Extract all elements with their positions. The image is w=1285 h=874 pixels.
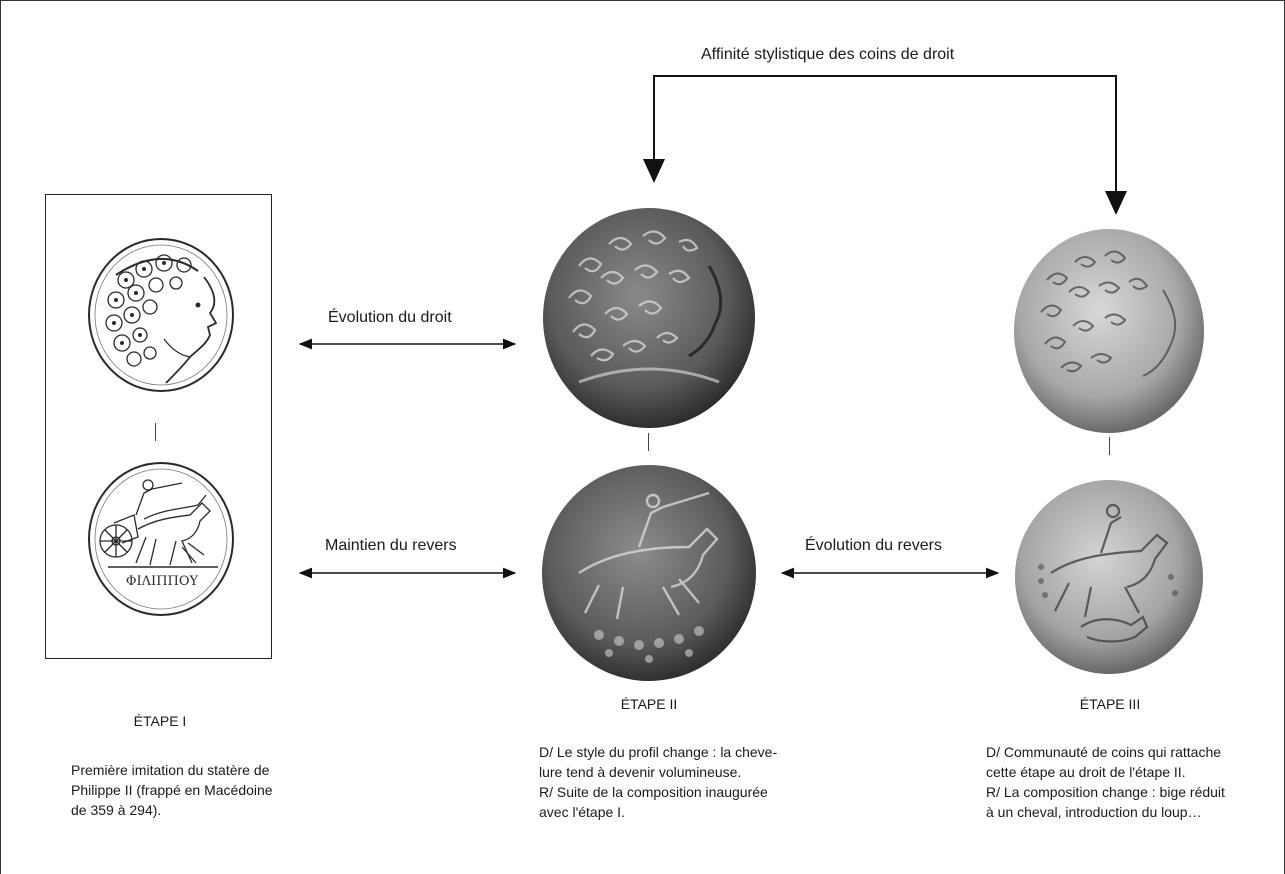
affinity-arrowhead-left (643, 159, 665, 183)
stage-1-coin-inscription: ΦΙΛΙΠΠΟΥ (126, 574, 199, 589)
stage-2-title: ÉTAPE II (620, 696, 678, 712)
label-reverse-evolution: Évolution du revers (805, 537, 942, 554)
desc-line: R/ La composition change : bige réduit (986, 784, 1225, 800)
stage-1-frame (45, 194, 272, 659)
affinity-connector (653, 75, 1117, 207)
label-obverse-evolution: Évolution du droit (328, 309, 452, 326)
stage-1-obverse-coin (88, 238, 234, 392)
desc-line: lure tend à devenir volumineuse. (539, 764, 742, 780)
stage-3-title: ÉTAPE III (1079, 696, 1141, 712)
stage-3-separator (1109, 437, 1110, 455)
label-affinity: Affinité stylistique des coins de droit (701, 46, 955, 63)
stage-2-separator (648, 433, 649, 451)
desc-line: R/ Suite de la composition inaugurée (539, 784, 768, 800)
desc-line: D/ Le style du profil change : la cheve- (539, 744, 778, 760)
desc-line: cette étape au droit de l'étape II. (986, 764, 1186, 780)
stage-1-separator (155, 423, 156, 441)
desc-line: D/ Communauté de coins qui rattache (986, 744, 1222, 760)
desc-line: avec l'étape I. (539, 804, 625, 820)
stage-3-obverse-coin (1014, 229, 1204, 433)
label-reverse-maintained: Maintien du revers (325, 537, 457, 554)
desc-line: à un cheval, introduction du loup… (986, 804, 1202, 820)
stage-1-reverse-coin: ΦΙΛΙΠΠΟΥ (88, 462, 234, 616)
desc-line: Première imitation du statère de (71, 762, 270, 778)
stage-3-reverse-coin (1015, 480, 1203, 674)
stage-2-obverse-coin (543, 208, 755, 428)
stage-3-description: D/ Communauté de coins qui rattache cett… (986, 742, 1225, 822)
desc-line: de 359 à 294). (71, 802, 162, 818)
affinity-arrowhead-right (1105, 191, 1127, 215)
stage-1-description: Première imitation du statère de Philipp… (71, 760, 273, 820)
stage-1-title: ÉTAPE I (133, 713, 187, 729)
stage-2-description: D/ Le style du profil change : la cheve-… (539, 742, 777, 822)
stage-2-reverse-coin (542, 465, 756, 681)
desc-line: Philippe II (frappé en Macédoine (71, 782, 273, 798)
